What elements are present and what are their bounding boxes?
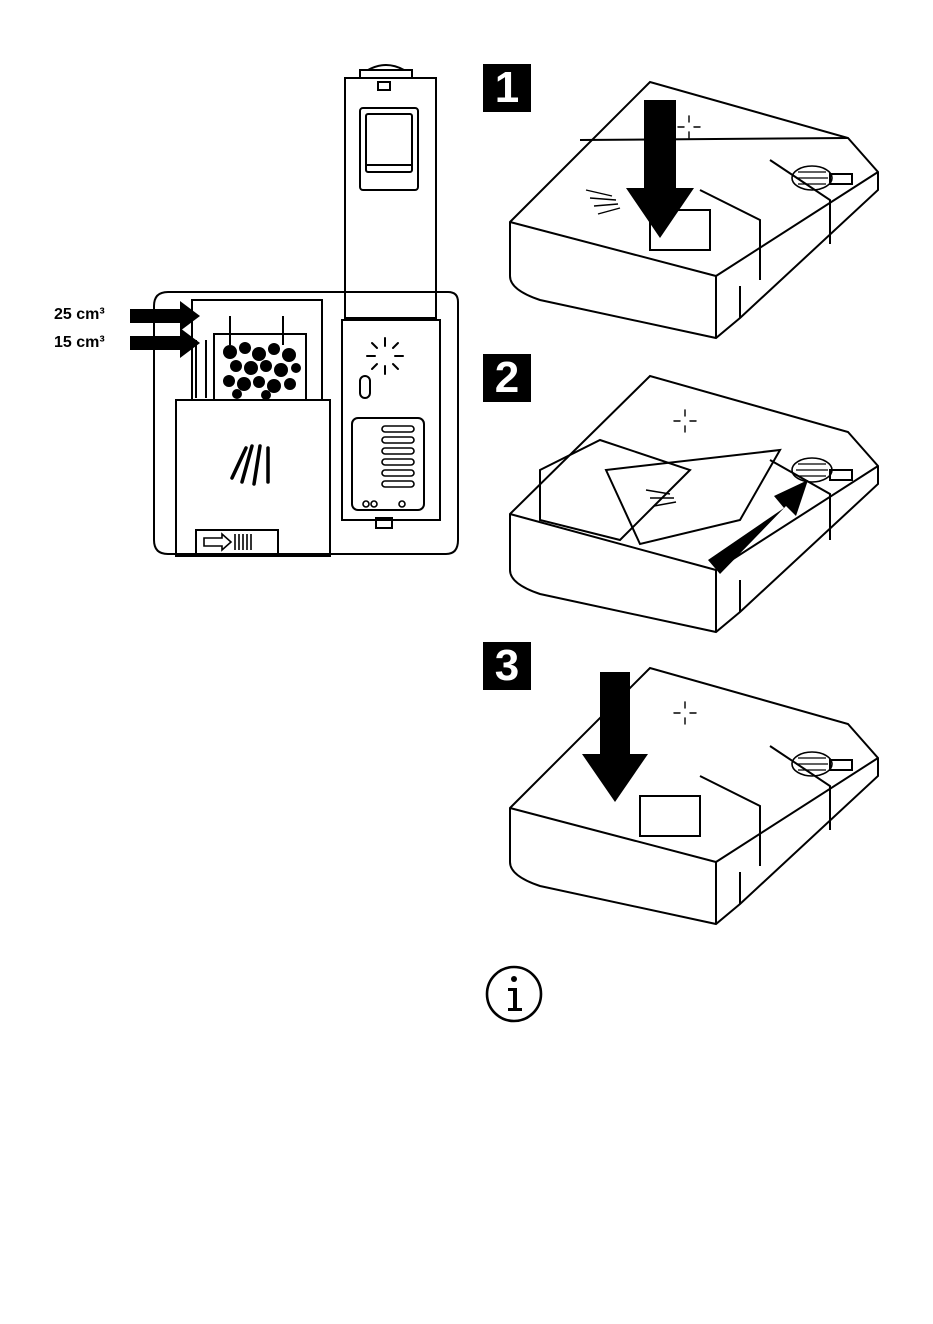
info-icon	[484, 964, 544, 1024]
arrow-down-icon	[582, 672, 648, 802]
sparkle-icon	[672, 700, 698, 726]
